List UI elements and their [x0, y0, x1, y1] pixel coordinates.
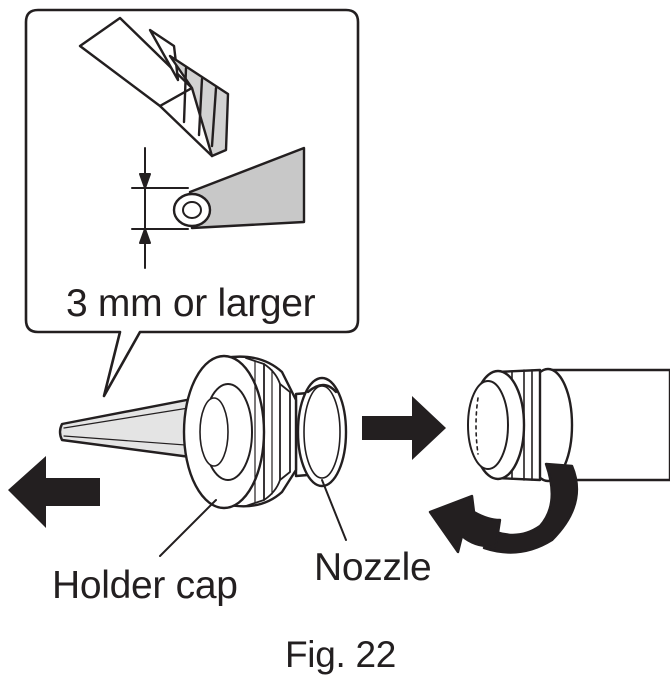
holder-cap-label: Holder cap — [52, 564, 238, 607]
figure-caption: Fig. 22 — [285, 634, 397, 675]
cutter-blade-icon — [78, 16, 230, 158]
cartridge-tube — [467, 367, 670, 483]
nozzle-label: Nozzle — [314, 546, 432, 589]
arrow-left-icon — [8, 456, 100, 528]
holder-cap-body — [182, 354, 298, 510]
nozzle-flange — [294, 376, 348, 488]
leader-line-holder-cap — [159, 499, 217, 557]
dimension-marker — [131, 147, 189, 269]
rotate-arrow-icon — [428, 462, 579, 554]
leader-line-nozzle — [321, 479, 347, 541]
arrow-right-icon — [362, 396, 446, 460]
size-label: 3 mm or larger — [66, 282, 316, 325]
cut-nozzle-tip — [172, 146, 306, 230]
